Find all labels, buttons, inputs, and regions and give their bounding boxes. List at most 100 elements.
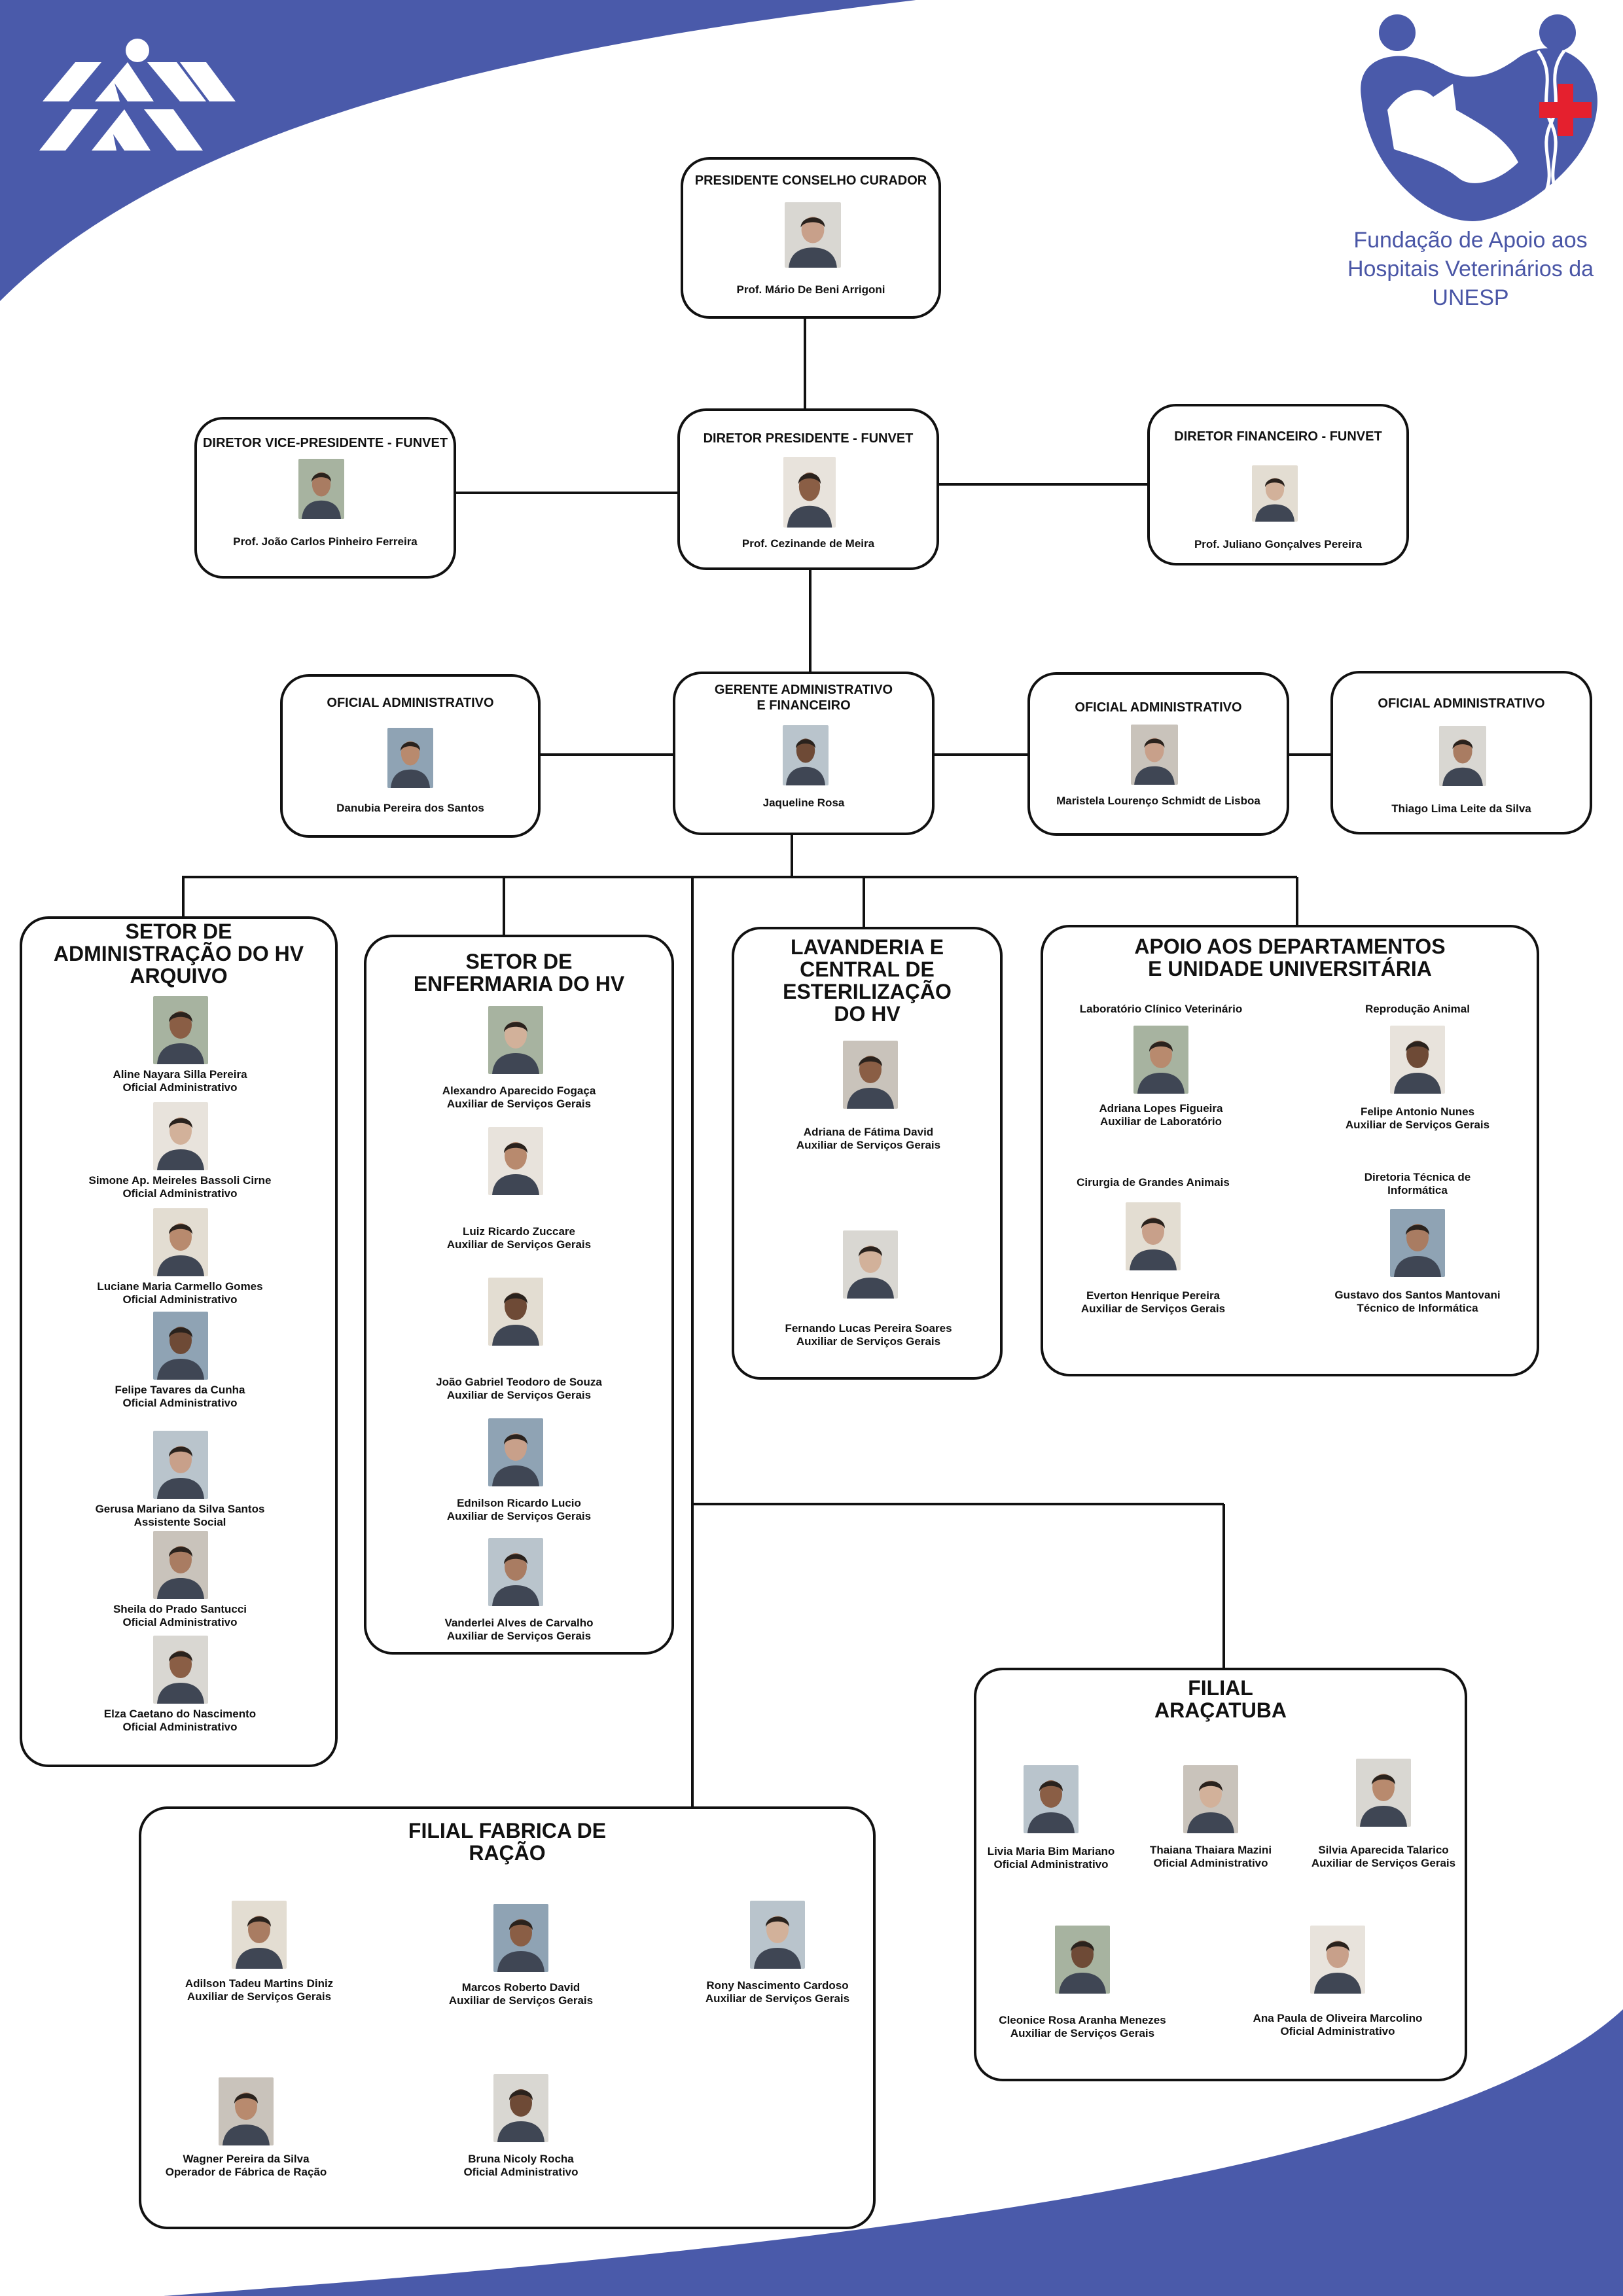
vice-president-name: Prof. João Carlos Pinheiro Ferreira bbox=[233, 535, 418, 548]
portrait-icon bbox=[1183, 1765, 1238, 1833]
portrait-icon bbox=[1439, 726, 1486, 786]
sector-enfermaria-box: SETOR DE ENFERMARIA DO HV Alexandro Apar… bbox=[364, 935, 674, 1655]
portrait-icon bbox=[493, 2074, 548, 2142]
person-name: Elza Caetano do Nascimento bbox=[103, 1708, 257, 1720]
person-name: Gerusa Mariano da Silva Santos bbox=[95, 1503, 265, 1515]
portrait-icon bbox=[1390, 1209, 1445, 1277]
portrait-icon bbox=[1131, 725, 1178, 785]
organization-name-line2: Hospitais Veterinários da UNESP bbox=[1347, 257, 1594, 310]
sector-lavanderia-box: LAVANDERIA E CENTRAL DE ESTERILIZAÇÃO DO… bbox=[732, 927, 1003, 1380]
support-unit-photo bbox=[1390, 1209, 1445, 1277]
person-role: Auxiliar de Serviços Gerais bbox=[446, 1098, 592, 1110]
person-role: Oficial Administrativo bbox=[1153, 1857, 1268, 1869]
person-name: Livia Maria Bim Mariano bbox=[987, 1845, 1115, 1857]
support-unit-photo bbox=[1126, 1202, 1181, 1270]
admin-sector-photo bbox=[153, 1102, 208, 1170]
financial-director-photo bbox=[1252, 465, 1298, 522]
portrait-icon bbox=[153, 1208, 208, 1276]
branch-racao-photo bbox=[493, 2074, 548, 2142]
nursing-sector-photo bbox=[488, 1418, 543, 1486]
person-role: Auxiliar de Serviços Gerais bbox=[1010, 2027, 1155, 2039]
organization-name-line1: Fundação de Apoio aos bbox=[1353, 228, 1588, 253]
person-name: Marcos Roberto David bbox=[461, 1981, 580, 1994]
admin-officer-right2-box: OFICIAL ADMINISTRATIVO Thiago Lima Leite… bbox=[1330, 671, 1592, 834]
person-role: Oficial Administrativo bbox=[122, 1187, 238, 1200]
sector-enfermaria-title: SETOR DE ENFERMARIA DO HV bbox=[413, 950, 625, 996]
person-name: Sheila do Prado Santucci bbox=[113, 1603, 247, 1615]
person-name: Ednilson Ricardo Lucio bbox=[457, 1497, 581, 1509]
portrait-icon bbox=[1133, 1026, 1188, 1094]
portrait-icon bbox=[488, 1127, 543, 1195]
portrait-icon bbox=[153, 996, 208, 1064]
sector-apoio-title: APOIO AOS DEPARTAMENTOS E UNIDADE UNIVER… bbox=[1134, 935, 1446, 980]
president-board-name: Prof. Mário De Beni Arrigoni bbox=[736, 283, 885, 296]
admin-officer-left-name: Danubia Pereira dos Santos bbox=[336, 802, 484, 814]
admin-officer-left-photo bbox=[387, 728, 433, 788]
portrait-icon bbox=[153, 1102, 208, 1170]
person-role: Oficial Administrativo bbox=[1280, 2025, 1395, 2037]
person-role: Assistente Social bbox=[134, 1516, 226, 1528]
admin-sector-photo bbox=[153, 996, 208, 1064]
person-role: Auxiliar de Serviços Gerais bbox=[1311, 1857, 1456, 1869]
vice-president-box: DIRETOR VICE-PRESIDENTE - FUNVET Prof. J… bbox=[194, 417, 456, 579]
person-name: Silvia Aparecida Talarico bbox=[1318, 1844, 1449, 1856]
branch-racao-photo bbox=[750, 1901, 805, 1969]
portrait-icon bbox=[843, 1230, 898, 1299]
person-role: Auxiliar de Serviços Gerais bbox=[796, 1139, 941, 1151]
portrait-icon bbox=[750, 1901, 805, 1969]
support-unit-photo bbox=[1133, 1026, 1188, 1094]
vice-president-title: DIRETOR VICE-PRESIDENTE - FUNVET bbox=[202, 436, 448, 450]
support-unit-label: Diretoria Técnica de Informática bbox=[1364, 1171, 1471, 1196]
person-name: Alexandro Aparecido Fogaça bbox=[442, 1085, 596, 1097]
person-name: Luiz Ricardo Zuccare bbox=[463, 1225, 575, 1238]
nursing-sector-photo bbox=[488, 1538, 543, 1606]
vice-president-photo bbox=[298, 459, 344, 519]
branch-aracatuba-title: FILIAL ARAÇATUBA bbox=[1154, 1676, 1287, 1722]
admin-officer-right1-name: Maristela Lourenço Schmidt de Lisboa bbox=[1056, 795, 1260, 807]
portrait-icon bbox=[1126, 1202, 1181, 1270]
person-role: Auxiliar de Serviços Gerais bbox=[446, 1389, 592, 1401]
person-role: Oficial Administrativo bbox=[122, 1721, 238, 1733]
person-name: Adriana Lopes Figueira bbox=[1099, 1102, 1223, 1115]
person-name: Felipe Tavares da Cunha bbox=[115, 1384, 245, 1396]
person-role: Auxiliar de Serviços Gerais bbox=[796, 1335, 941, 1348]
person-role: Auxiliar de Serviços Gerais bbox=[446, 1630, 592, 1642]
branch-racao-photo bbox=[232, 1901, 287, 1969]
portrait-icon bbox=[488, 1538, 543, 1606]
person-role: Oficial Administrativo bbox=[122, 1397, 238, 1409]
portrait-icon bbox=[1024, 1765, 1079, 1833]
portrait-icon bbox=[1055, 1926, 1110, 1994]
admin-officer-right1-photo bbox=[1131, 725, 1178, 785]
portrait-icon bbox=[219, 2077, 274, 2145]
support-unit-label: Reprodução Animal bbox=[1365, 1003, 1470, 1015]
portrait-icon bbox=[153, 1531, 208, 1599]
person-role: Oficial Administrativo bbox=[463, 2166, 579, 2178]
portrait-icon bbox=[153, 1636, 208, 1704]
manager-box: GERENTE ADMINISTRATIVO E FINANCEIRO Jaqu… bbox=[673, 672, 935, 835]
portrait-icon bbox=[1356, 1759, 1411, 1827]
nursing-sector-photo bbox=[488, 1278, 543, 1346]
person-role: Auxiliar de Serviços Gerais bbox=[1080, 1302, 1226, 1315]
support-unit-photo bbox=[1390, 1026, 1445, 1094]
person-name: Vanderlei Alves de Carvalho bbox=[444, 1617, 594, 1629]
person-name: Bruna Nicoly Rocha bbox=[468, 2153, 574, 2165]
person-name: Cleonice Rosa Aranha Menezes bbox=[999, 2014, 1166, 2026]
person-role: Auxiliar de Serviços Gerais bbox=[446, 1510, 592, 1522]
president-board-title: PRESIDENTE CONSELHO CURADOR bbox=[694, 173, 927, 188]
portrait-icon bbox=[493, 1904, 548, 1972]
